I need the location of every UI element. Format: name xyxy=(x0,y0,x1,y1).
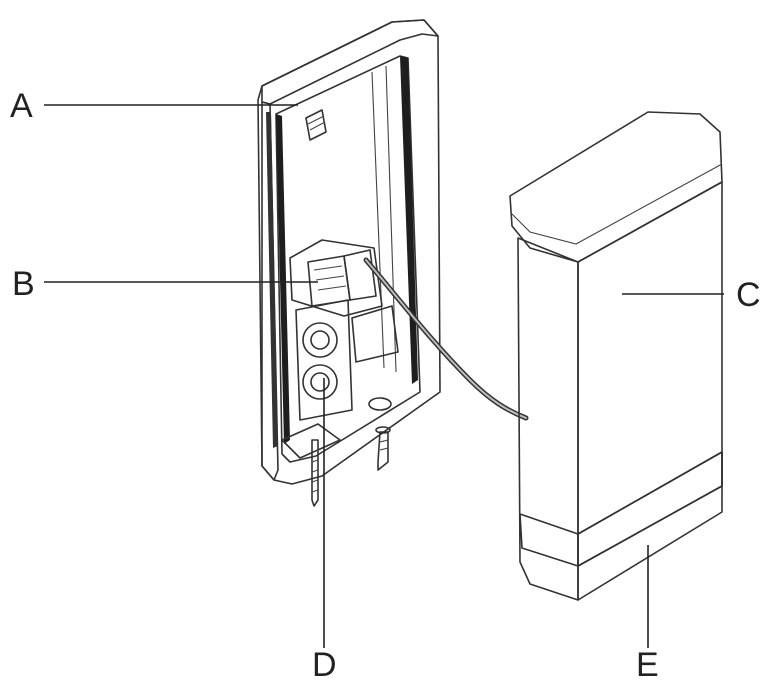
label-b: B xyxy=(12,265,35,303)
label-e: E xyxy=(636,646,659,684)
cable-glands xyxy=(295,299,399,421)
label-d: D xyxy=(312,646,337,684)
label-c: C xyxy=(736,276,761,314)
label-a: A xyxy=(10,87,33,125)
terminal-block xyxy=(289,239,383,317)
mounting-screws xyxy=(311,426,391,507)
sensor-cable xyxy=(363,257,529,421)
cover xyxy=(509,111,723,601)
base-plate xyxy=(257,19,441,485)
